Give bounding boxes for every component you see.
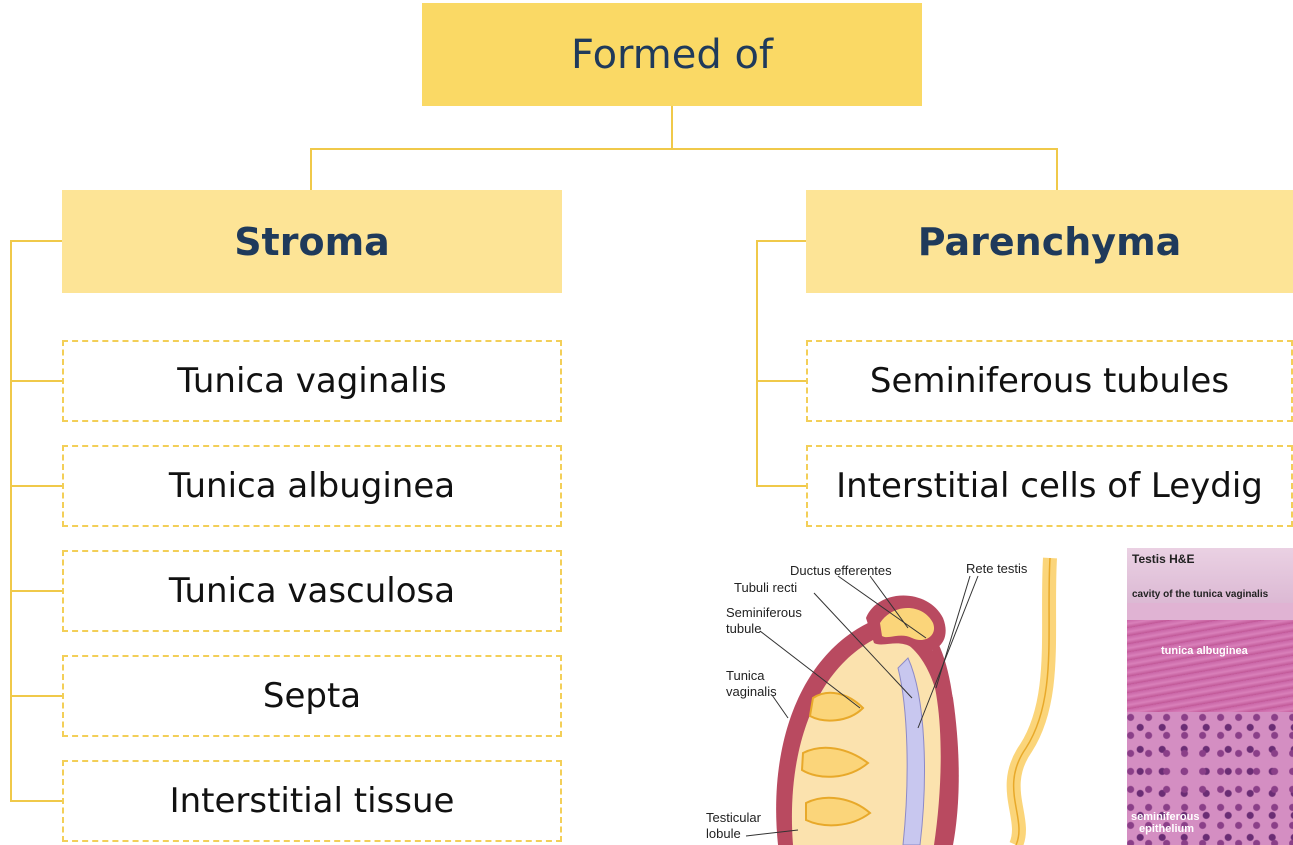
stroma-tick-heading (10, 240, 62, 242)
root-node: Formed of (422, 3, 922, 106)
stroma-tick-1 (10, 380, 62, 382)
parenchyma-tick-1 (756, 380, 806, 382)
root-label: Formed of (571, 32, 773, 78)
parenchyma-item: Interstitial cells of Leydig (806, 445, 1293, 527)
stroma-tick-3 (10, 590, 62, 592)
parenchyma-heading-label: Parenchyma (918, 220, 1182, 264)
stroma-item-label: Septa (263, 676, 361, 716)
label-tubuli-recti: Tubuli recti (734, 580, 797, 595)
stroma-spine (10, 240, 12, 801)
parenchyma-item-label: Seminiferous tubules (870, 361, 1229, 401)
micro-label-epithelium-2: epithelium (1139, 823, 1194, 835)
stroma-heading-label: Stroma (234, 220, 390, 264)
parenchyma-tick-2 (756, 485, 806, 487)
connector-root-down (671, 106, 673, 150)
label-testicular: Testicular (706, 810, 761, 825)
parenchyma-spine (756, 240, 758, 487)
label-lobule: lobule (706, 826, 741, 841)
stroma-tick-5 (10, 800, 62, 802)
micro-label-title: Testis H&E (1132, 552, 1194, 566)
connector-stroma-drop (310, 148, 312, 190)
stroma-tick-4 (10, 695, 62, 697)
label-rete-testis: Rete testis (966, 561, 1027, 576)
testis-diagram: Ductus efferentes Rete testis Tubuli rec… (698, 548, 1080, 845)
stroma-item: Tunica vaginalis (62, 340, 562, 422)
stroma-item-label: Tunica albuginea (169, 466, 455, 506)
micro-label-epithelium-1: seminiferous (1131, 811, 1199, 823)
label-vaginalis: vaginalis (726, 684, 777, 699)
parenchyma-heading: Parenchyma (806, 190, 1293, 293)
label-ductus-efferentes: Ductus efferentes (790, 563, 892, 578)
parenchyma-item: Seminiferous tubules (806, 340, 1293, 422)
connector-horizontal (310, 148, 1058, 150)
micro-label-cavity: cavity of the tunica vaginalis (1132, 589, 1268, 600)
stroma-item: Tunica albuginea (62, 445, 562, 527)
stroma-tick-2 (10, 485, 62, 487)
stroma-item-label: Tunica vaginalis (177, 361, 446, 401)
histology-micrograph: Testis H&E cavity of the tunica vaginali… (1127, 548, 1293, 845)
stroma-item: Interstitial tissue (62, 760, 562, 842)
stroma-item: Septa (62, 655, 562, 737)
stroma-item-label: Interstitial tissue (170, 781, 455, 821)
stroma-item: Tunica vasculosa (62, 550, 562, 632)
parenchyma-item-label: Interstitial cells of Leydig (836, 466, 1263, 506)
parenchyma-tick-heading (756, 240, 806, 242)
connector-parenchyma-drop (1056, 148, 1058, 190)
label-tunica: Tunica (726, 668, 765, 683)
micrograph-albuginea-band (1127, 620, 1293, 712)
stroma-heading: Stroma (62, 190, 562, 293)
label-tubule: tubule (726, 621, 761, 636)
micro-label-albuginea: tunica albuginea (1161, 645, 1248, 657)
label-seminiferous: Seminiferous (726, 605, 802, 620)
stroma-item-label: Tunica vasculosa (169, 571, 455, 611)
